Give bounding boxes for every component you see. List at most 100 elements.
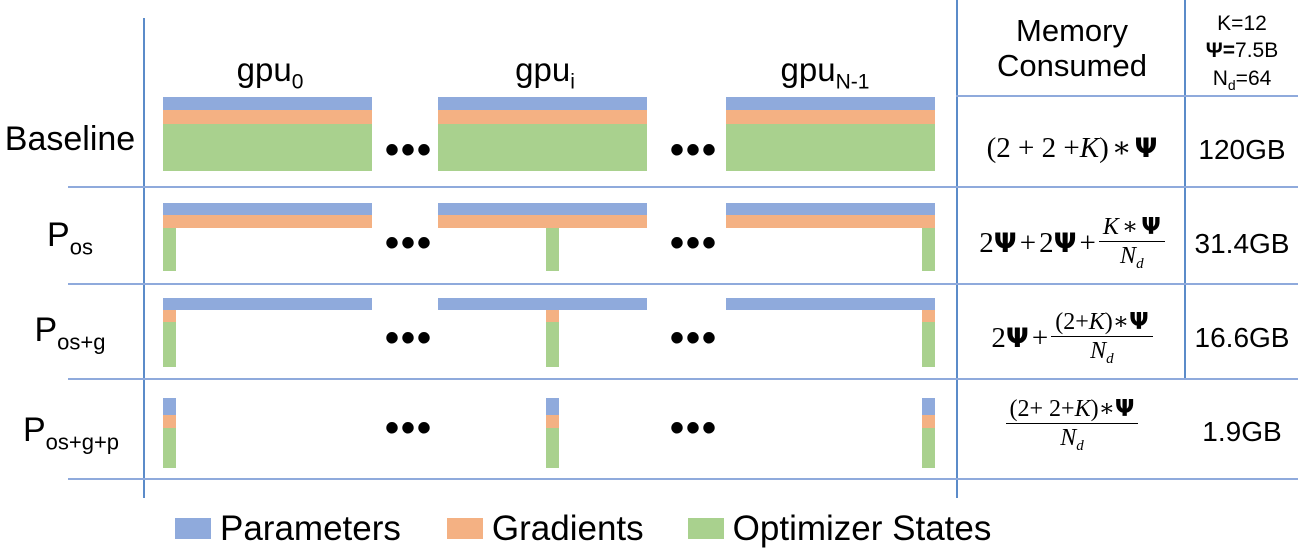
formula-p-os-g-p-num-close: ): [1090, 396, 1099, 422]
formula-p-os-g-den-n: N: [1090, 337, 1107, 364]
row-label-p-os: Pos: [0, 218, 140, 258]
formula-p-os-den-n: N: [1120, 242, 1137, 269]
grid-hline-row2: [68, 283, 1298, 285]
bar-posgp-gpun-parameters: [922, 398, 935, 415]
ellipsis-row1-right: •••: [670, 128, 719, 172]
bar-posg-gpu0-parameters: [163, 298, 372, 310]
bar-baseline-gpu0-optimizer-states: [163, 124, 372, 171]
constant-psi-value: 7.5B: [1235, 39, 1279, 63]
row-label-p-os-g-p-base: P: [22, 411, 46, 449]
formula-p-os-g-num-psi: Ψ: [1129, 309, 1149, 335]
bar-pos-gpu0-parameters: [163, 203, 372, 215]
formula-p-os-plus2: +: [1079, 227, 1096, 260]
bar-posgp-gpu0-optimizer-states: [163, 428, 176, 468]
bar-posg-gpun-gradients: [922, 310, 935, 322]
constant-k-value: 12: [1243, 12, 1267, 35]
bar-pos-gpun-gradients: [726, 215, 935, 228]
formula-p-os-den-sub: d: [1136, 255, 1144, 272]
formula-p-os-g-p-num-star: ∗: [1098, 396, 1115, 422]
bar-posgp-gpui-gradients: [546, 415, 559, 428]
legend-swatch-parameters-icon: [175, 518, 211, 539]
formula-p-os-g-num-open: (2+: [1055, 309, 1089, 335]
gpu-header-0: gpu0: [200, 53, 340, 92]
bar-pos-gpui-optimizer-states: [546, 228, 559, 271]
row-label-p-os-g-p-sub: os+g+p: [45, 429, 120, 455]
row-label-p-os-g-base: P: [34, 311, 58, 349]
bar-baseline-gpui-optimizer-states: [438, 124, 647, 171]
constant-psi-label: Ψ=: [1205, 39, 1236, 63]
gpu-header-i-sub: i: [570, 70, 575, 94]
grid-vline-formula: [956, 0, 958, 498]
formula-p-os-g-p-num-k: K: [1074, 396, 1091, 422]
ellipsis-row3-right: •••: [670, 316, 719, 360]
grid-vline-memval: [1184, 0, 1186, 378]
bar-posgp-gpui-optimizer-states: [546, 428, 559, 468]
bar-pos-gpu0-optimizer-states: [163, 228, 176, 271]
formula-p-os-denominator: Nd: [1098, 240, 1165, 273]
legend-label-gradients: Gradients: [491, 509, 644, 548]
legend-label-parameters: Parameters: [220, 509, 401, 548]
bar-posg-gpui-parameters: [438, 298, 647, 310]
bar-pos-gpu0-gradients: [163, 215, 372, 228]
formula-p-os-numerator: K∗Ψ: [1099, 214, 1165, 241]
formula-p-os-g-psi1: Ψ: [1005, 323, 1029, 355]
bar-pos-gpun-parameters: [726, 203, 935, 215]
gpu-header-i-base: gpu: [515, 51, 571, 88]
gpu-header-0-sub: 0: [291, 70, 304, 94]
legend-item-optimizer-states: Optimizer States: [687, 511, 991, 546]
ellipsis-row1-left: •••: [385, 128, 434, 172]
legend: Parameters Gradients Optimizer States: [175, 511, 991, 546]
gpu-header-i: gpui: [475, 53, 615, 92]
formula-p-os-plus1: +: [1019, 227, 1037, 260]
bar-posg-gpui-optimizer-states: [546, 322, 559, 367]
bar-baseline-gpu0-gradients: [163, 110, 372, 124]
formula-p-os-g-p-den-sub: d: [1076, 437, 1084, 454]
formula-p-os-g-num-star: ∗: [1112, 309, 1130, 335]
formula-p-os-num-psi: Ψ: [1141, 214, 1161, 240]
row-label-p-os-g-p: Pos+g+p: [0, 413, 142, 453]
constant-nd-sub: d: [1227, 76, 1236, 93]
formula-p-os-psi1: Ψ: [993, 228, 1017, 260]
memory-consumed-line2: Consumed: [997, 47, 1147, 83]
ellipsis-row4-left: •••: [385, 406, 434, 450]
grid-vline-left: [143, 18, 145, 498]
formula-p-os-g-p-num-psi: Ψ: [1114, 396, 1135, 422]
bar-posg-gpu0-optimizer-states: [163, 322, 176, 367]
bar-baseline-gpun-optimizer-states: [726, 124, 935, 171]
formula-baseline-t2: ): [1099, 132, 1109, 164]
legend-swatch-gradients-icon: [446, 518, 483, 539]
bar-posgp-gpun-optimizer-states: [922, 428, 935, 468]
formula-p-os-g-p-num-open: (2+ 2+: [1009, 396, 1075, 422]
row-label-baseline-base: Baseline: [4, 120, 136, 158]
grid-hline-row4: [68, 478, 1298, 480]
bar-pos-gpui-gradients: [438, 215, 647, 228]
constant-k: K=12: [1186, 10, 1298, 37]
formula-p-os-g-a: 2: [991, 322, 1006, 355]
bar-posgp-gpu0-parameters: [163, 398, 176, 415]
formula-p-os-g-num-close: ): [1104, 309, 1113, 335]
legend-item-gradients: Gradients: [446, 509, 644, 548]
bar-baseline-gpui-parameters: [438, 97, 647, 110]
formula-p-os-g-den-sub: d: [1106, 350, 1114, 367]
formula-p-os-g-p-numerator: (2+ 2+K)∗Ψ: [1006, 396, 1139, 423]
bar-posgp-gpu0-gradients: [163, 415, 176, 428]
row-label-baseline: Baseline: [0, 122, 140, 162]
bar-posg-gpun-optimizer-states: [922, 322, 935, 367]
formula-baseline-t1: (2 + 2 +: [986, 132, 1080, 164]
formula-p-os-psi2: Ψ: [1053, 228, 1077, 260]
formula-p-os-num-k: K: [1102, 214, 1119, 240]
bar-baseline-gpu0-parameters: [163, 97, 372, 110]
ellipsis-row2-left: •••: [385, 221, 434, 265]
ellipsis-row4-right: •••: [670, 406, 719, 450]
formula-p-os-num-star: ∗: [1121, 214, 1139, 240]
constants-header: K=12 Ψ=7.5B Nd=64: [1186, 10, 1298, 94]
constant-nd-label: N: [1212, 66, 1228, 90]
ellipsis-row2-right: •••: [670, 221, 719, 265]
